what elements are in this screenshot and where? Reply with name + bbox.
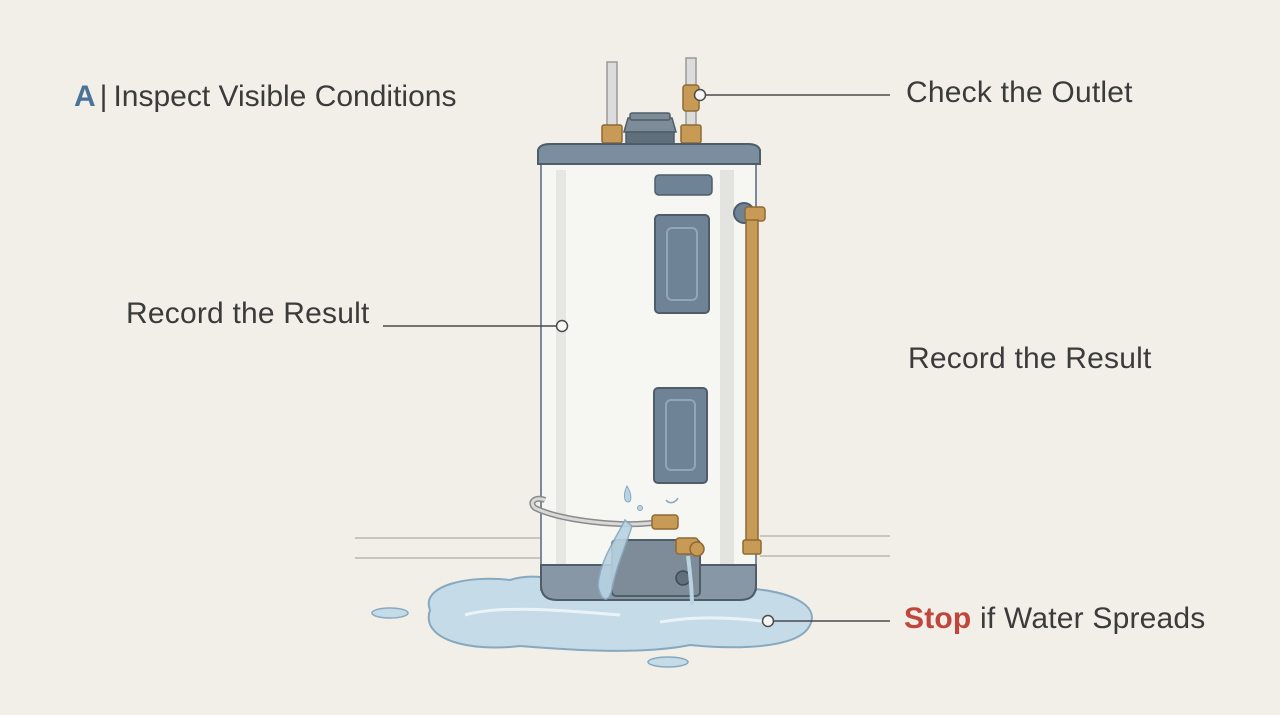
water-heater-icon [537,143,761,601]
callout-record-right: Record the Result [908,342,1152,375]
section-letter: A [74,80,96,113]
callout-stop-water: Stop if Water Spreads [904,602,1206,636]
stop-rest: if Water Spreads [971,602,1206,635]
section-heading: A|Inspect Visible Conditions [74,80,456,114]
vent-hood [623,112,677,147]
section-separator: | [99,80,108,113]
leak-stream [597,484,694,606]
callout-check-outlet: Check the Outlet [906,76,1133,109]
stop-keyword: Stop [904,602,972,635]
floor-lines [355,535,890,559]
section-title: Inspect Visible Conditions [113,80,457,113]
drain-valve [651,514,705,557]
relief-valve-pipe [733,202,766,555]
callout-record-left: Record the Result [126,297,370,330]
callout-leaders [383,88,890,628]
